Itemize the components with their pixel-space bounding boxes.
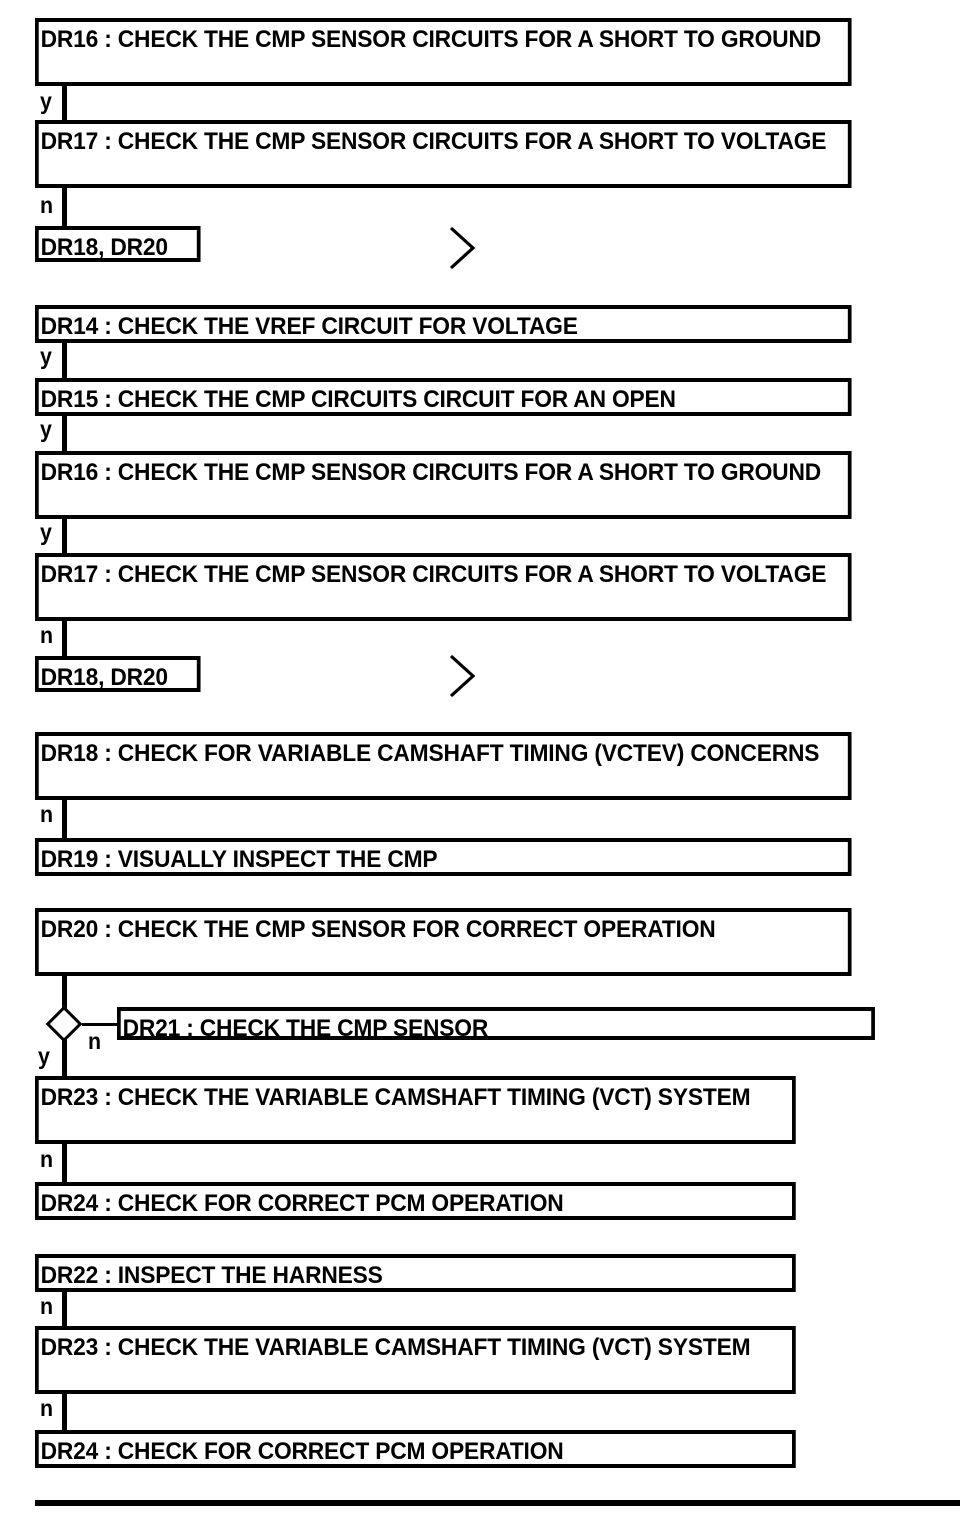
edge-label-n-3: n [40, 801, 54, 827]
edge-label-n-5: n [40, 1146, 54, 1172]
node-dr16-short-to-ground-1[interactable]: DR16 : CHECK THE CMP SENSOR CIRCUITS FOR… [35, 18, 852, 86]
footer-divider [35, 1500, 960, 1506]
connector-n1-n2 [62, 86, 67, 120]
edge-label-y-5: y [38, 1043, 50, 1069]
node-dr18-vctev-concerns[interactable]: DR18 : CHECK FOR VARIABLE CAMSHAFT TIMIN… [35, 732, 852, 800]
connector-n15-n16 [62, 1292, 67, 1326]
connector-n5-n6 [62, 416, 67, 451]
edge-label-n-7: n [40, 1395, 54, 1421]
node-dr17-short-to-voltage-2[interactable]: DR17 : CHECK THE CMP SENSOR CIRCUITS FOR… [35, 553, 852, 621]
edge-label-n-1: n [40, 192, 54, 218]
edge-label-n-4: n [88, 1028, 102, 1054]
decision-diamond-dr20[interactable] [45, 1005, 83, 1043]
edge-label-y-1: y [40, 88, 52, 114]
node-dr20-cmp-sensor-operation[interactable]: DR20 : CHECK THE CMP SENSOR FOR CORRECT … [35, 908, 852, 976]
node-dr22-inspect-harness[interactable]: DR22 : INSPECT THE HARNESS [35, 1254, 796, 1292]
connector-decision-to-dr21 [82, 1023, 124, 1026]
continuation-chevron-icon-1 [449, 225, 477, 271]
edge-label-n-6: n [40, 1293, 54, 1319]
node-dr24-pcm-operation-2[interactable]: DR24 : CHECK FOR CORRECT PCM OPERATION [35, 1430, 796, 1468]
connector-decision-to-dr23 [62, 1039, 67, 1076]
node-dr16-short-to-ground-2[interactable]: DR16 : CHECK THE CMP SENSOR CIRCUITS FOR… [35, 451, 852, 519]
node-dr23-vct-system-1[interactable]: DR23 : CHECK THE VARIABLE CAMSHAFT TIMIN… [35, 1076, 796, 1144]
node-dr17-short-to-voltage-1[interactable]: DR17 : CHECK THE CMP SENSOR CIRCUITS FOR… [35, 120, 852, 188]
edge-label-y-3: y [40, 416, 52, 442]
connector-n4-n5 [62, 343, 67, 378]
connector-n16-n17 [62, 1394, 67, 1430]
edge-label-y-4: y [40, 519, 52, 545]
edge-label-n-2: n [40, 622, 54, 648]
node-dr15-cmp-circuits-open[interactable]: DR15 : CHECK THE CMP CIRCUITS CIRCUIT FO… [35, 378, 852, 416]
node-ref-dr18-dr20-1[interactable]: DR18, DR20 [35, 226, 201, 262]
node-ref-dr18-dr20-2[interactable]: DR18, DR20 [35, 656, 201, 692]
continuation-chevron-icon-2 [449, 653, 477, 699]
node-dr19-visually-inspect-cmp[interactable]: DR19 : VISUALLY INSPECT THE CMP [35, 838, 852, 876]
node-dr23-vct-system-2[interactable]: DR23 : CHECK THE VARIABLE CAMSHAFT TIMIN… [35, 1326, 796, 1394]
connector-n6-n7 [62, 519, 67, 553]
connector-n9-n10 [62, 800, 67, 838]
connector-n2-n3 [62, 188, 67, 226]
node-dr24-pcm-operation-1[interactable]: DR24 : CHECK FOR CORRECT PCM OPERATION [35, 1182, 796, 1220]
node-dr21-check-cmp-sensor[interactable]: DR21 : CHECK THE CMP SENSOR [117, 1007, 875, 1042]
edge-label-y-2: y [40, 343, 52, 369]
node-dr14-vref-circuit[interactable]: DR14 : CHECK THE VREF CIRCUIT FOR VOLTAG… [35, 305, 852, 343]
connector-n7-n8 [62, 621, 67, 656]
connector-n11-decision [62, 976, 67, 1010]
connector-n13-n14 [62, 1144, 67, 1182]
